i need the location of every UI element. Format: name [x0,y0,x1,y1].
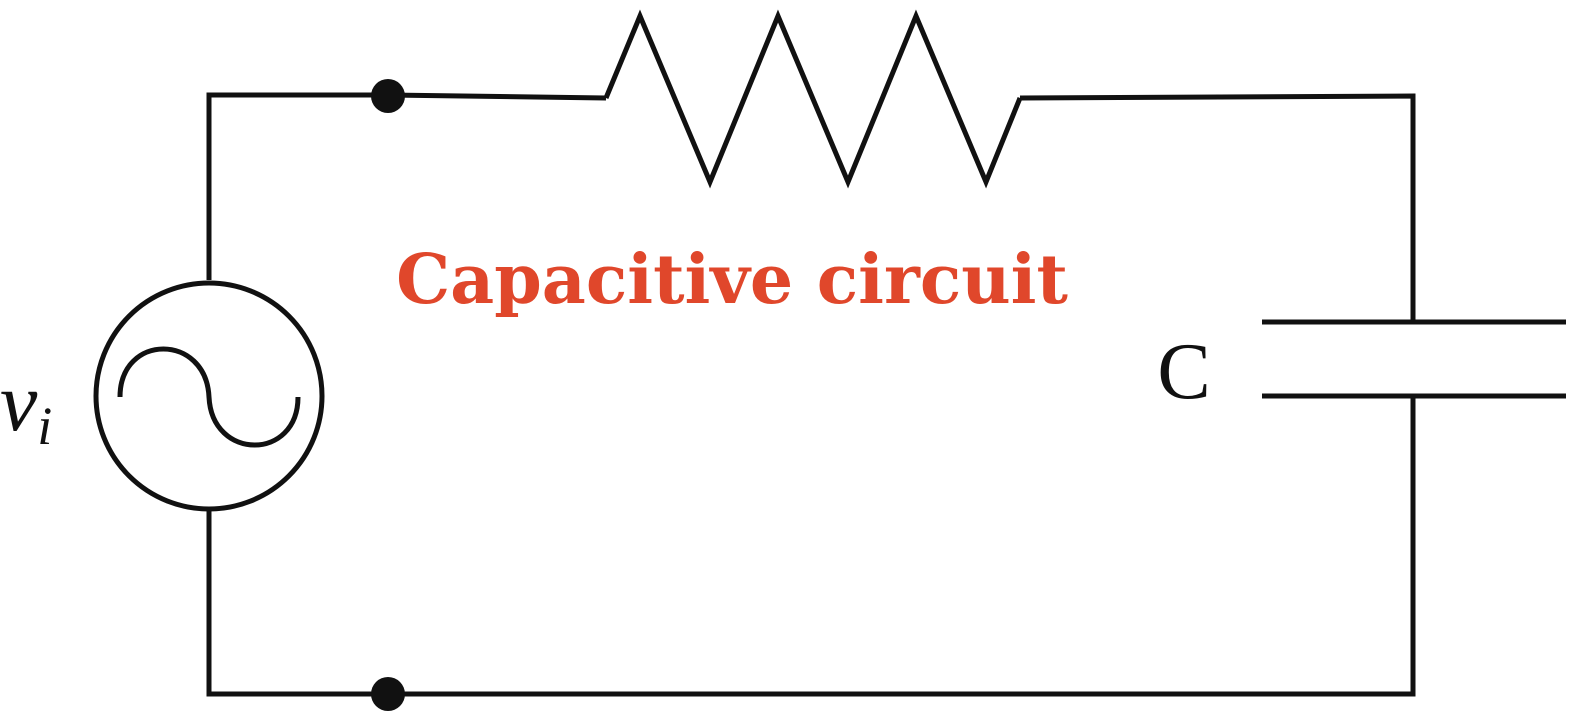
diagram-title: Capacitive circuit [396,240,1068,320]
resistor [603,9,1023,189]
wire-top-right [1019,93,1416,322]
sine-wave-icon [117,346,301,448]
wire-top-left [387,92,607,101]
terminal-node-top [371,79,405,113]
wire-right-lower [388,396,1416,697]
source-label-main: v [0,356,38,449]
source-label-subscript: i [37,396,52,456]
wire-bottom-left [206,510,388,697]
source-label: vi [0,356,52,456]
capacitor-label: C [1157,328,1210,416]
terminal-node-bottom [371,677,405,711]
ac-source-circle [93,280,325,512]
wire-left-upper [206,92,388,280]
